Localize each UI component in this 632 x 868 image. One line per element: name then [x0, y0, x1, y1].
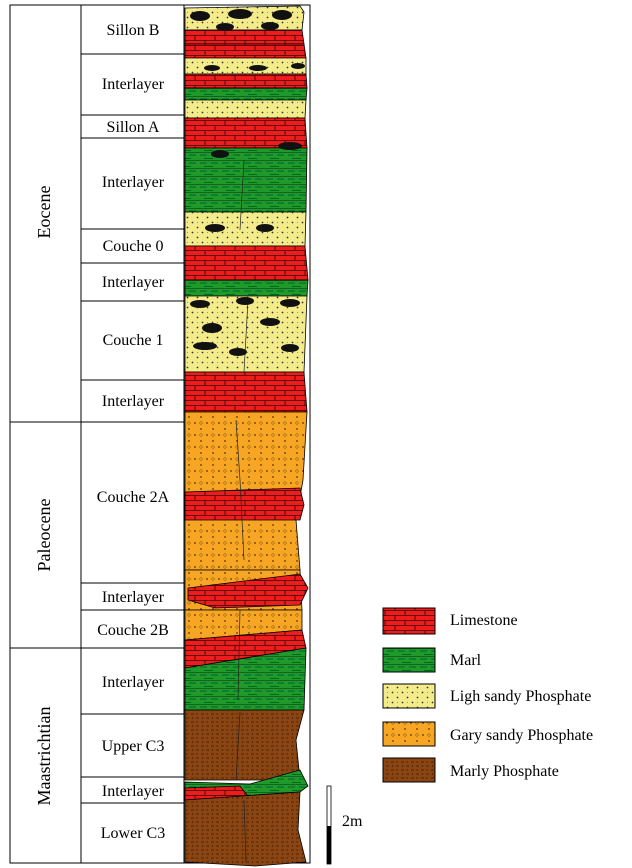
layer-label-interlayer-7: Interlayer: [102, 783, 165, 800]
layer-label-sillon-b: Sillon B: [107, 22, 160, 39]
layer-label-lower-c3: Lower C3: [101, 825, 165, 842]
layer-label-sillon-a: Sillon A: [107, 119, 160, 136]
layer-label-couche-2a: Couche 2A: [97, 489, 170, 506]
lithology-column: [185, 6, 308, 866]
layer-label-interlayer-6: Interlayer: [102, 674, 165, 691]
column-unit-limestone-2: [185, 44, 306, 58]
legend-swatch-light-sandy-phosphate: [383, 684, 435, 708]
layer-label-interlayer-3: Interlayer: [102, 274, 165, 291]
column-unit-limestone-7: [185, 488, 304, 520]
legend-swatch-marl: [383, 648, 435, 672]
column-unit-marl-2: [185, 148, 307, 212]
column-unit-marl-3: [185, 280, 308, 296]
column-unit-limestone-3: [185, 74, 307, 88]
legend-label-marl: Marl: [450, 652, 482, 669]
layer-label-upper-c3: Upper C3: [102, 738, 165, 755]
legend: Limestone Marl Ligh sandy Phosphate Gary…: [383, 608, 593, 782]
column-unit-limestone-1: [185, 30, 304, 44]
era-label-maastrichtian: Maastrichtian: [34, 707, 54, 806]
era-label-eocene: Eocene: [34, 186, 54, 239]
layer-label-couche-1: Couche 1: [103, 332, 164, 349]
legend-label-limestone: Limestone: [450, 612, 518, 629]
legend-swatch-gray-sandy-phosphate: [383, 722, 435, 746]
legend-label-light-sandy-phosphate: Ligh sandy Phosphate: [450, 688, 591, 705]
layer-label-interlayer-1: Interlayer: [102, 76, 165, 93]
scale-bar-label: 2m: [342, 813, 363, 830]
column-unit-marly-phosphate-1: [185, 710, 304, 780]
column-unit-limestone-5: [185, 246, 308, 280]
layer-label-interlayer-4: Interlayer: [102, 393, 165, 410]
layer-label-interlayer-5: Interlayer: [102, 589, 165, 606]
legend-label-marly-phosphate: Marly Phosphate: [450, 763, 559, 780]
layer-label-couche-0: Couche 0: [103, 238, 164, 255]
column-unit-limestone-6: [185, 372, 307, 412]
legend-label-gray-sandy-phosphate: Gary sandy Phosphate: [450, 727, 593, 744]
legend-swatch-limestone: [383, 608, 435, 634]
column-unit-light-sandy-4: [185, 212, 306, 246]
scale-bar: 2m: [327, 786, 363, 864]
legend-swatch-marly-phosphate: [383, 758, 435, 782]
layer-label-interlayer-2: Interlayer: [102, 174, 165, 191]
scale-bar-black-segment: [327, 826, 331, 864]
layer-label-couche-2b: Couche 2B: [97, 622, 169, 639]
column-unit-light-sandy-2: [185, 58, 306, 74]
column-unit-marl-1: [185, 88, 307, 100]
column-unit-light-sandy-3: [185, 100, 306, 118]
era-label-paleocene: Paleocene: [34, 499, 54, 572]
